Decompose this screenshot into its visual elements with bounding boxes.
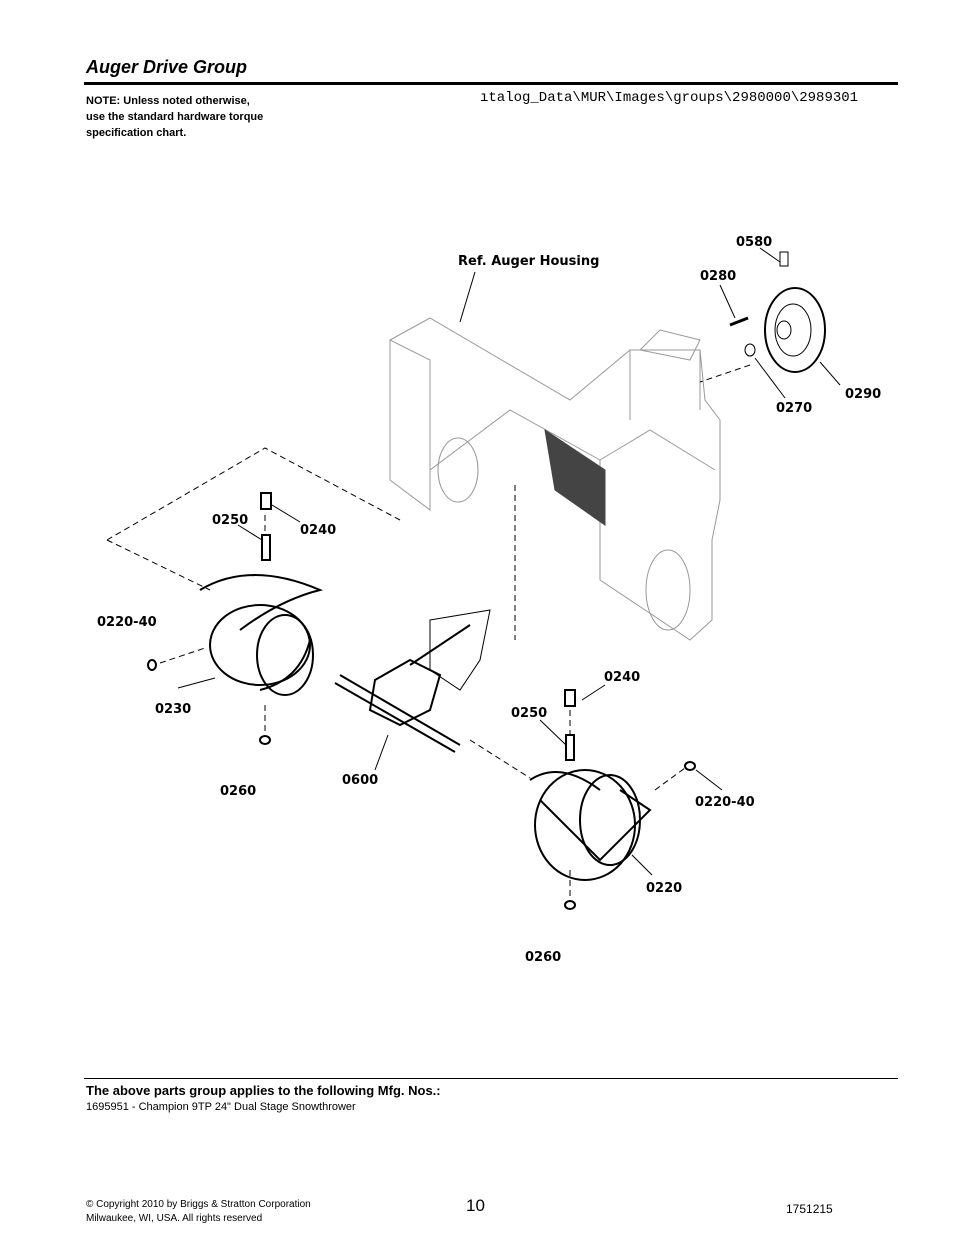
right-auger-drawing: [529, 689, 696, 910]
callout-0270: 0270: [776, 401, 812, 416]
copyright-line: Milwaukee, WI, USA. All rights reserved: [86, 1213, 263, 1224]
applies-heading: The above parts group applies to the fol…: [86, 1083, 441, 1098]
callout-0260-right: 0260: [525, 950, 561, 965]
page-number: 10: [466, 1196, 485, 1215]
gearbox-drawing: [334, 609, 491, 753]
note-line: specification chart.: [86, 127, 187, 139]
page-title: Auger Drive Group: [86, 57, 248, 77]
note-line: NOTE: Unless noted otherwise,: [86, 95, 250, 107]
note-line: use the standard hardware torque: [86, 111, 264, 123]
callout-0220-40-left: 0220-40: [97, 615, 157, 630]
callout-0240-left: 0240: [300, 523, 336, 538]
image-path: ıtalog_Data\MUR\Images\groups\2980000\29…: [480, 90, 859, 106]
document-number: 1751215: [786, 1202, 833, 1216]
callout-0220-40-right: 0220-40: [695, 795, 755, 810]
callout-0250-right: 0250: [511, 706, 547, 721]
callout-0230: 0230: [155, 702, 191, 717]
callout-0600: 0600: [342, 773, 378, 788]
header-rule: [84, 82, 898, 85]
callout-0290: 0290: [845, 387, 881, 402]
auger-housing-drawing: [388, 317, 721, 641]
callout-0260-left: 0260: [220, 784, 256, 799]
callout-0280: 0280: [700, 269, 736, 284]
ref-housing-label: Ref. Auger Housing: [458, 254, 599, 269]
callout-0240-right: 0240: [604, 670, 640, 685]
copyright-line: © Copyright 2010 by Briggs & Stratton Co…: [86, 1199, 311, 1210]
left-auger-drawing: [147, 492, 324, 745]
model-number-line: 1695951 - Champion 9TP 24" Dual Stage Sn…: [86, 1101, 356, 1113]
callout-0250-left: 0250: [212, 513, 248, 528]
callout-0580: 0580: [736, 235, 772, 250]
copyright: © Copyright 2010 by Briggs & Stratton Co…: [86, 1198, 346, 1226]
torque-note: NOTE: Unless noted otherwise, use the st…: [86, 93, 316, 141]
pulley-drawing: [729, 251, 826, 373]
callout-0220: 0220: [646, 881, 682, 896]
footer-rule: [84, 1078, 898, 1079]
